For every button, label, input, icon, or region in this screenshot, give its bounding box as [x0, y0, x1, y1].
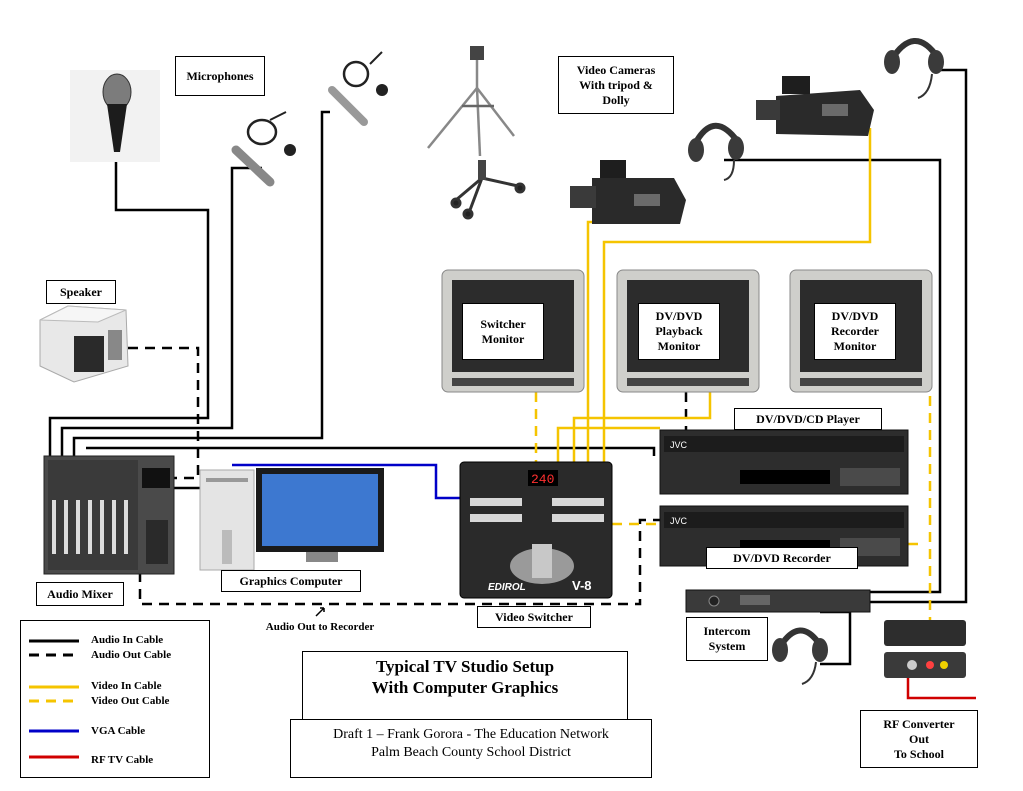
speaker-icon	[39, 305, 129, 383]
speaker-label: Speaker	[46, 280, 116, 304]
audio-in-cable	[60, 166, 262, 460]
legend-label: RF TV Cable	[91, 754, 154, 766]
legend-label: VGA Cable	[91, 725, 146, 737]
credit-line-2: Palm Beach County School District	[371, 745, 571, 760]
handheld-microphone-icon	[70, 70, 160, 162]
headset-icon	[884, 38, 944, 99]
audio-out-arrow-icon	[315, 607, 325, 617]
video-cameras-label: Video Cameras With tripod & Dolly	[558, 56, 674, 114]
video-out-cable	[920, 370, 932, 620]
switcher-brand-label: EDIROL	[488, 582, 526, 593]
audio-in-cable	[48, 160, 210, 460]
legend-label: Video Out Cable	[91, 695, 170, 707]
audio-out-cable	[128, 346, 200, 480]
graphics-computer-icon	[199, 468, 384, 571]
audio-in-cable	[870, 68, 968, 604]
title-line-1: Typical TV Studio Setup	[375, 657, 555, 676]
deck-brand-label: JVC	[670, 440, 688, 450]
rf-converter-icon	[884, 620, 966, 678]
legend-label: Audio In Cable	[91, 634, 164, 646]
dolly-icon	[450, 160, 526, 220]
legend-swatches	[29, 639, 79, 759]
audio-in-cable	[86, 446, 656, 456]
intercom-icon	[685, 589, 871, 613]
headset-icon	[688, 122, 744, 181]
playback-monitor-label: DV/DVD Playback Monitor	[638, 303, 720, 360]
switcher-model-label: V-8	[572, 578, 592, 593]
audio-out-cable	[138, 518, 660, 606]
dvd-player-icon: JVC	[659, 429, 909, 495]
recorder-monitor-label: DV/DVD Recorder Monitor	[814, 303, 896, 360]
switcher-display-readout: 240	[531, 472, 554, 487]
microphones-label: Microphones	[175, 56, 265, 96]
audio-mixer-icon	[43, 455, 175, 575]
video-in-cable	[572, 392, 712, 462]
vga-cable	[232, 463, 460, 500]
graphics-computer-label: Graphics Computer	[221, 570, 361, 592]
deck-brand-label: JVC	[670, 516, 688, 526]
audio-out-recorder-label: Audio Out to Recorder	[265, 621, 375, 633]
intercom-label: Intercom System	[686, 617, 768, 661]
video-camera-icon	[756, 76, 874, 136]
switcher-monitor-label: Switcher Monitor	[462, 303, 544, 360]
audio-in-cable	[724, 158, 942, 594]
dvd-recorder-label: DV/DVD Recorder	[706, 547, 858, 569]
dvd-player-label: DV/DVD/CD Player	[734, 408, 882, 430]
headset-icon	[772, 627, 828, 685]
credit-line-1: Draft 1 – Frank Gorora - The Education N…	[333, 727, 609, 742]
cable-legend: Audio In Cable Audio Out Cable Video In …	[20, 620, 210, 778]
audio-in-cable	[72, 110, 330, 460]
diagram-title: Typical TV Studio Setup With Computer Gr…	[302, 651, 628, 721]
video-in-cable	[556, 426, 660, 462]
audio-mixer-label: Audio Mixer	[36, 582, 124, 606]
video-camera-icon	[570, 160, 686, 224]
lavalier-microphone-icon	[231, 111, 296, 187]
legend-label: Audio Out Cable	[91, 649, 172, 661]
title-line-2: With Computer Graphics	[371, 678, 559, 697]
legend-label: Video In Cable	[91, 680, 162, 692]
video-switcher-label: Video Switcher	[477, 606, 591, 628]
rf-converter-label: RF Converter Out To School	[860, 710, 978, 768]
rf-tv-cable	[906, 676, 976, 700]
video-switcher-icon: 240 EDIROL V-8	[459, 461, 613, 599]
tripod-icon	[427, 46, 515, 157]
credit-box: Draft 1 – Frank Gorora - The Education N…	[290, 719, 652, 778]
lavalier-microphone-icon	[328, 51, 388, 126]
video-in-cable	[602, 128, 872, 462]
video-in-cable	[586, 220, 614, 462]
